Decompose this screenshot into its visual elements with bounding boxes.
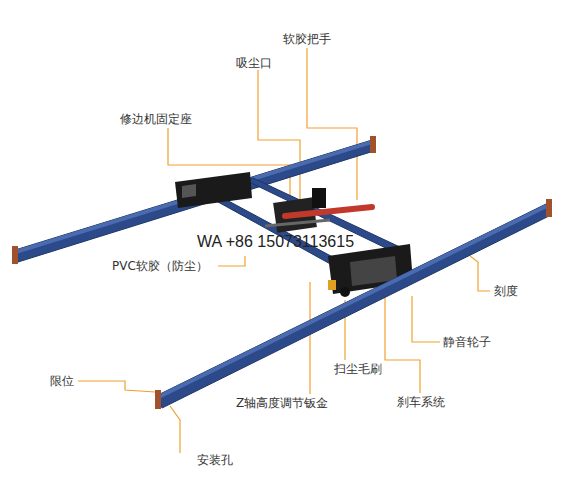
leader-lines: [78, 48, 490, 453]
part-label: PVC软胶（防尘）: [112, 259, 208, 273]
part-label: 刹车系统: [397, 395, 445, 409]
part-label: 限位: [50, 374, 74, 388]
part-label: 静音轮子: [443, 335, 491, 349]
part-label: Z轴高度调节钣金: [236, 396, 328, 410]
front-rail: [155, 199, 552, 409]
carriage-frame: [175, 172, 413, 297]
part-label: 软胶把手: [283, 32, 331, 46]
part-label: 刻度: [494, 284, 518, 298]
part-label: 吸尘口: [236, 56, 272, 70]
part-label: 扫尘毛刷: [334, 362, 382, 376]
part-label: 安装孔: [197, 453, 233, 467]
watermark: WA +86 15073113615: [197, 233, 354, 251]
part-label: 修边机固定座: [120, 112, 192, 126]
back-rail: [12, 136, 376, 264]
